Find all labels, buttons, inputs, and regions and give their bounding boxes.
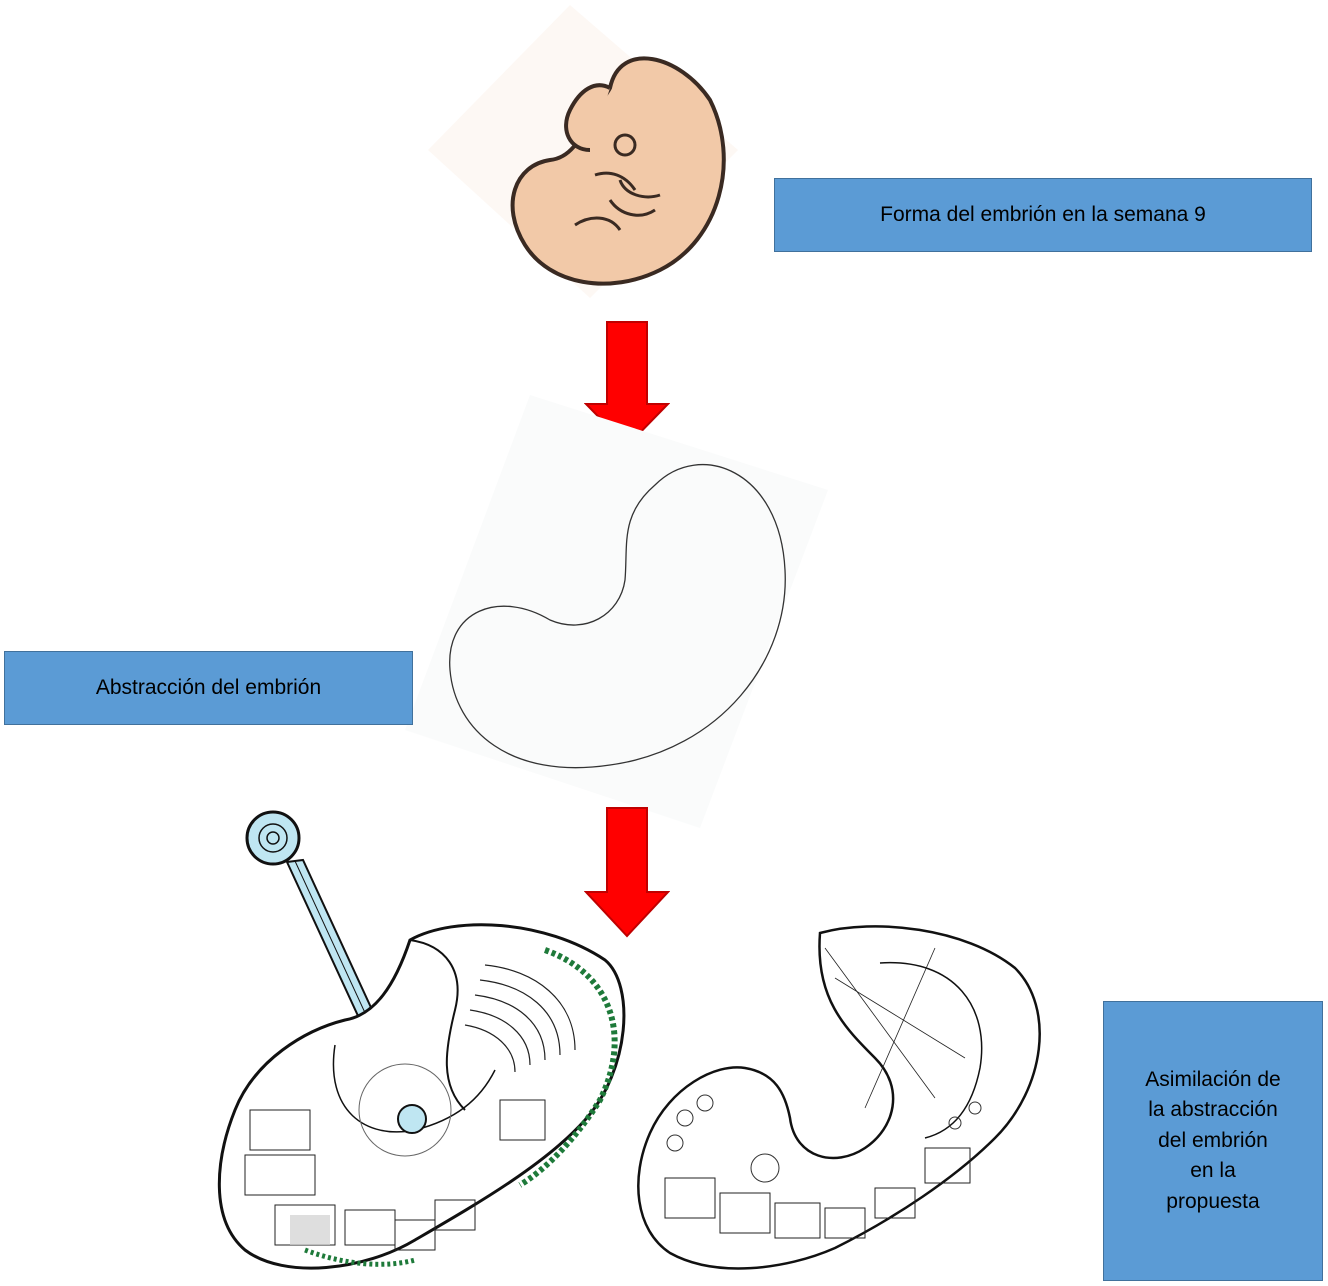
kidney-shape-outline bbox=[400, 390, 830, 830]
floor-plan-level-2 bbox=[635, 918, 1055, 1280]
label-embryo-abstraction: Abstracción del embrión bbox=[4, 651, 413, 725]
label-embryo-week9: Forma del embrión en la semana 9 bbox=[774, 178, 1312, 252]
assimilation-line: la abstracción bbox=[1145, 1095, 1280, 1125]
embryo-illustration bbox=[420, 0, 740, 300]
assimilation-line: del embrión bbox=[1145, 1126, 1280, 1156]
assimilation-line: en la bbox=[1145, 1156, 1280, 1186]
label-assimilation: Asimilación de la abstracción del embrió… bbox=[1103, 1001, 1323, 1281]
floor-plan-level-1 bbox=[215, 810, 645, 1282]
assimilation-line: Asimilación de bbox=[1145, 1065, 1280, 1095]
assimilation-line: propuesta bbox=[1145, 1187, 1280, 1217]
